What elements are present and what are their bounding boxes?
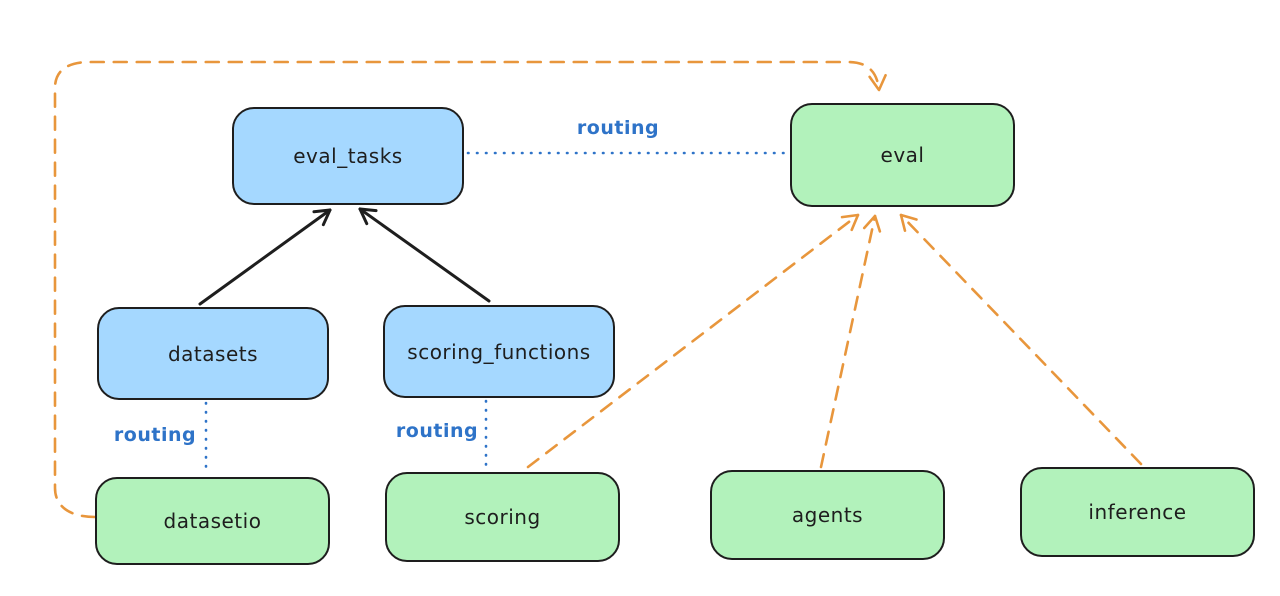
node-eval-label: eval [880,143,925,167]
node-datasets[interactable]: datasets [97,307,329,400]
edge-datasets-to-eval_tasks [198,208,332,306]
node-agents-label: agents [791,503,864,527]
edge-label-routing-mid: routing [395,420,479,442]
node-datasetio[interactable]: datasetio [95,477,330,565]
edge-scoring-to-eval [526,213,860,469]
node-inference-label: inference [1088,500,1187,524]
edge-scoring_functions-to-eval_tasks [358,207,491,303]
edge-label-routing-left: routing [113,424,197,446]
node-eval_tasks[interactable]: eval_tasks [232,107,464,205]
node-agents[interactable]: agents [710,470,945,560]
node-eval_tasks-label: eval_tasks [293,144,403,168]
edge-datasetio-to-eval [53,60,887,519]
node-scoring-label: scoring [464,505,541,529]
node-datasets-label: datasets [167,341,259,366]
node-inference[interactable]: inference [1020,467,1255,557]
node-eval[interactable]: eval [790,103,1015,207]
edge-label-routing-top: routing [576,117,660,139]
edge-agents-to-eval [819,214,882,469]
node-scoring_functions-label: scoring_functions [407,339,591,364]
edge-inference-to-eval [899,213,1143,466]
node-datasetio-label: datasetio [163,509,262,533]
node-scoring_functions[interactable]: scoring_functions [383,305,615,398]
node-scoring[interactable]: scoring [385,472,620,562]
